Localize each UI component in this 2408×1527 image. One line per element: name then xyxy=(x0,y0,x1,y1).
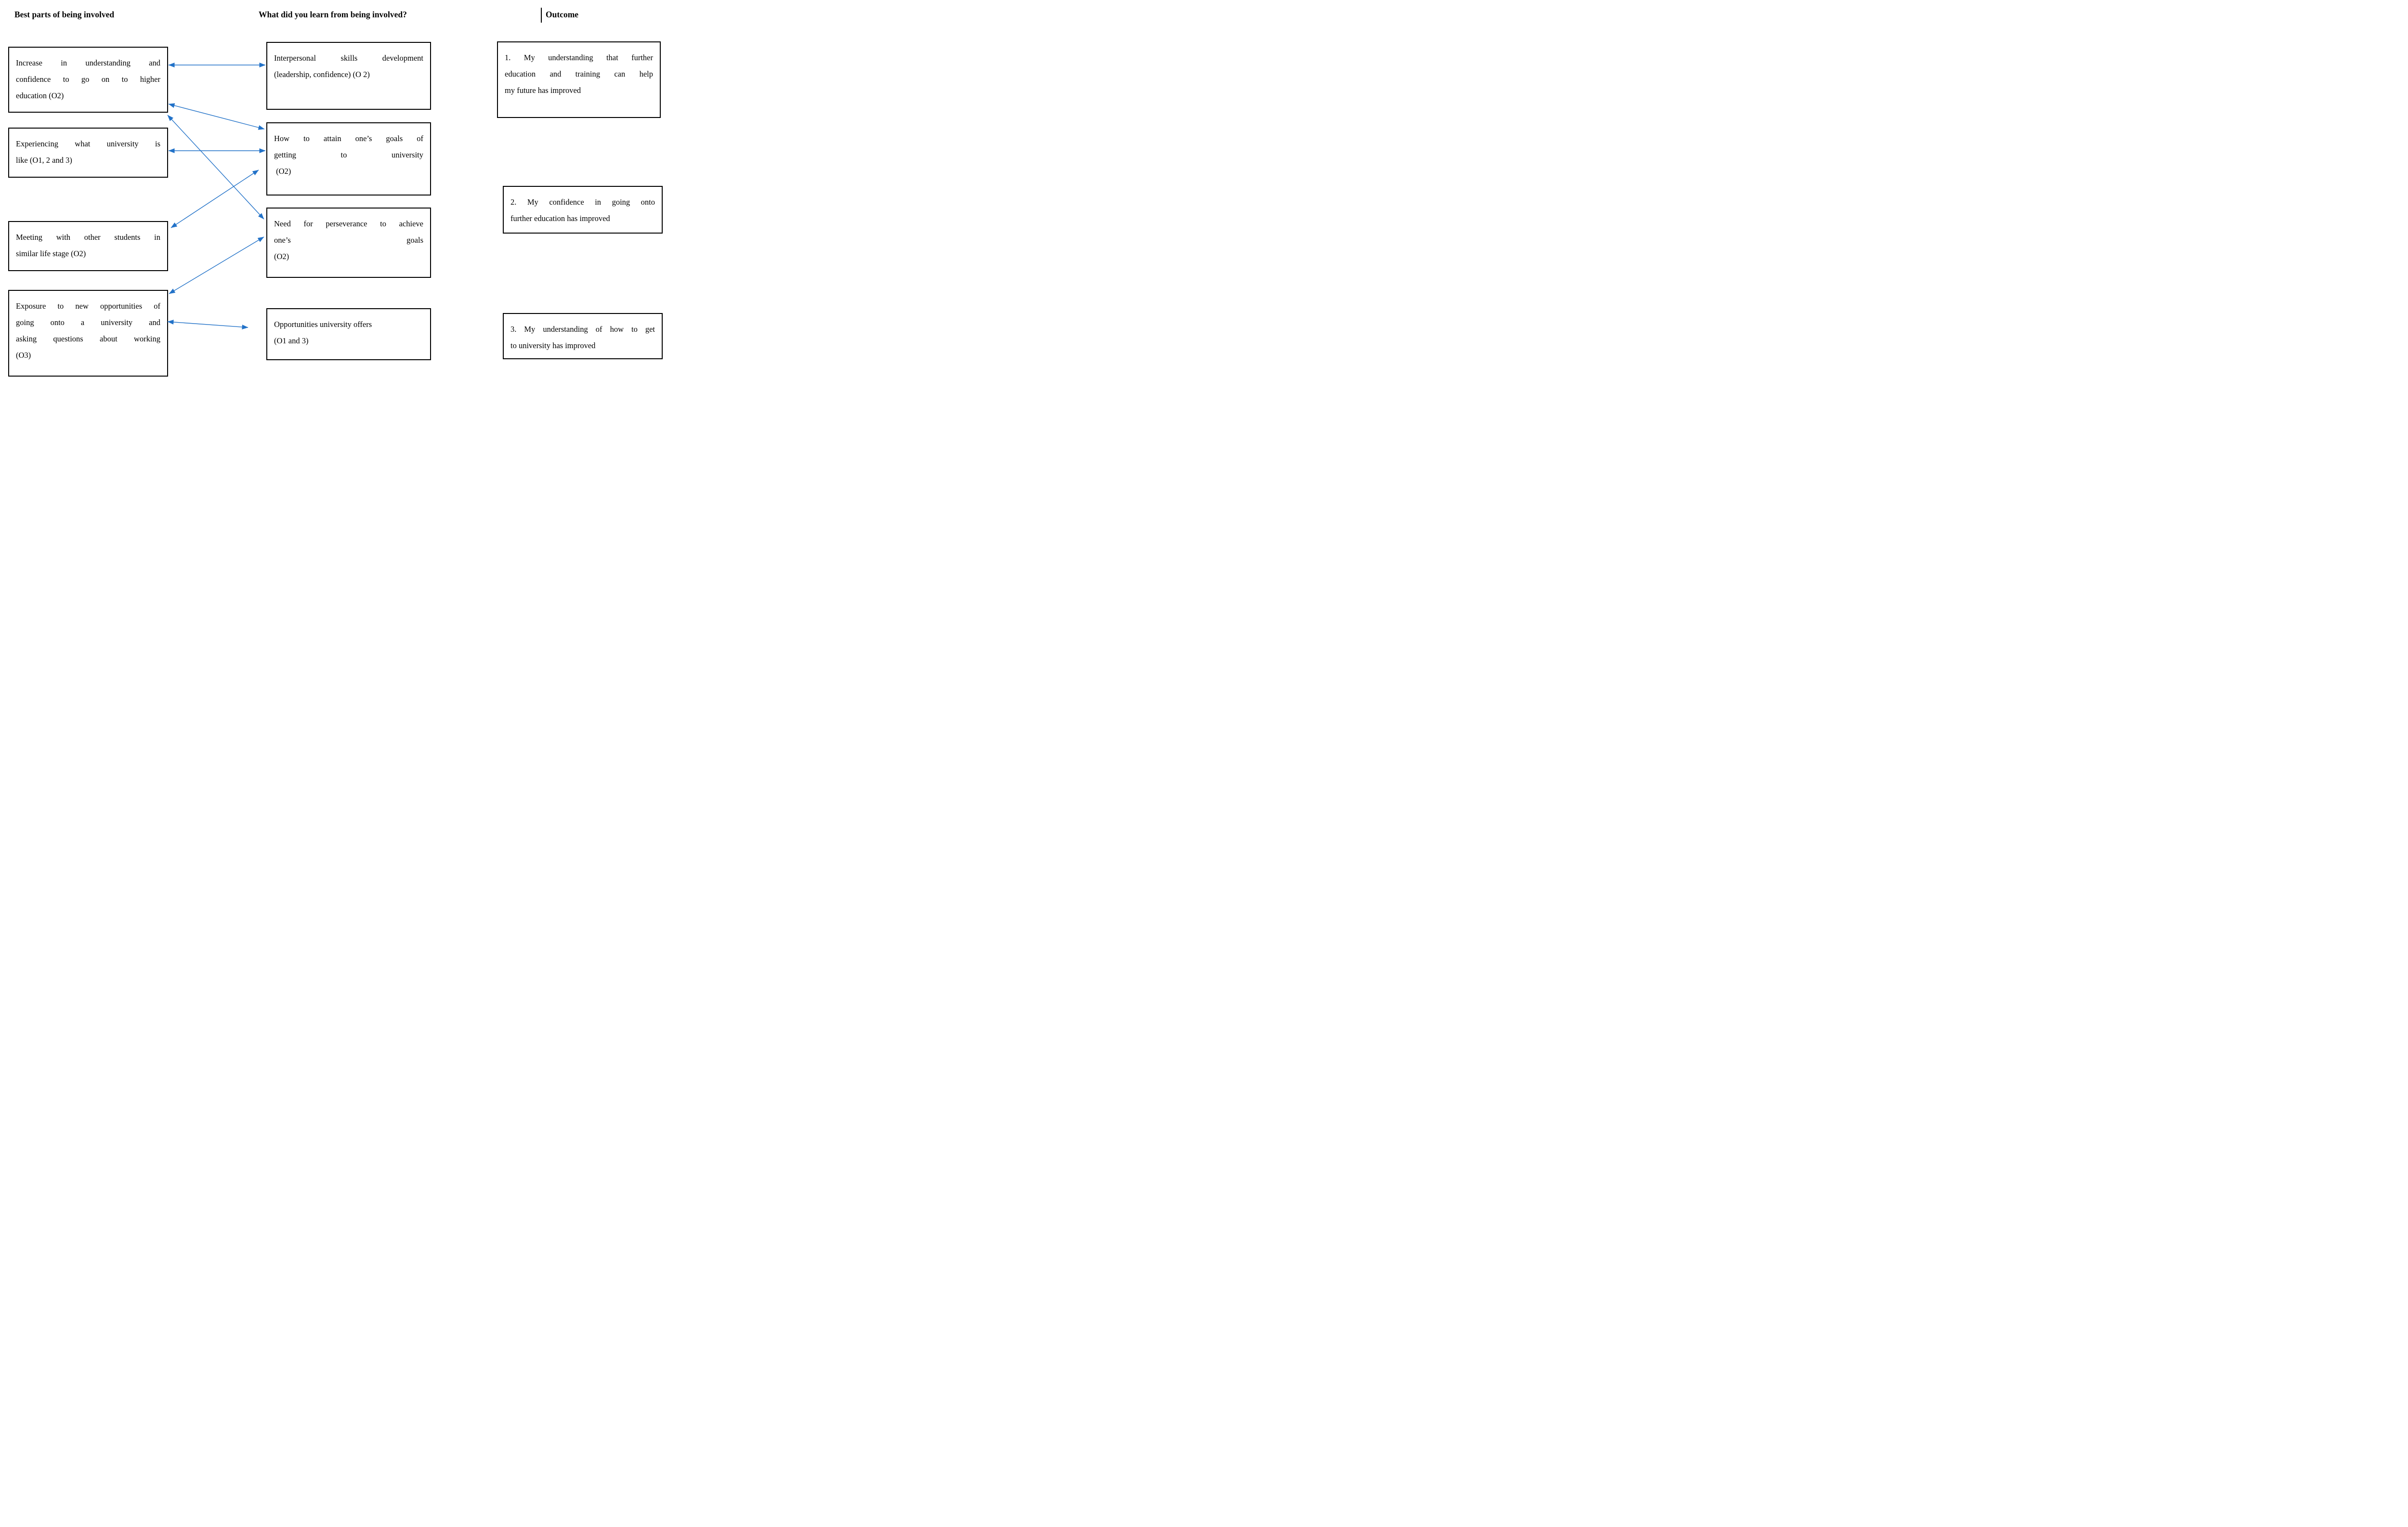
box-learning-4: Opportunities university offers(O1 and 3… xyxy=(266,308,431,360)
arrow-best1-learn2 xyxy=(168,103,265,130)
connection-diagram: Best parts of being involved What did yo… xyxy=(0,0,664,382)
arrow-best3-learn2 xyxy=(170,170,259,228)
arrow-best1-learn3 xyxy=(167,115,264,220)
column-header-learnings: What did you learn from being involved? xyxy=(259,10,407,19)
column-header-best-parts: Best parts of being involved xyxy=(14,10,115,19)
outcome-header-divider xyxy=(541,8,542,23)
column-header-outcome: Outcome xyxy=(546,10,579,19)
arrow-best4-learn3 xyxy=(169,236,264,294)
box-learning-1: Interpersonal skills development(leaders… xyxy=(266,42,431,110)
arrow-best4-learn4 xyxy=(167,319,249,330)
